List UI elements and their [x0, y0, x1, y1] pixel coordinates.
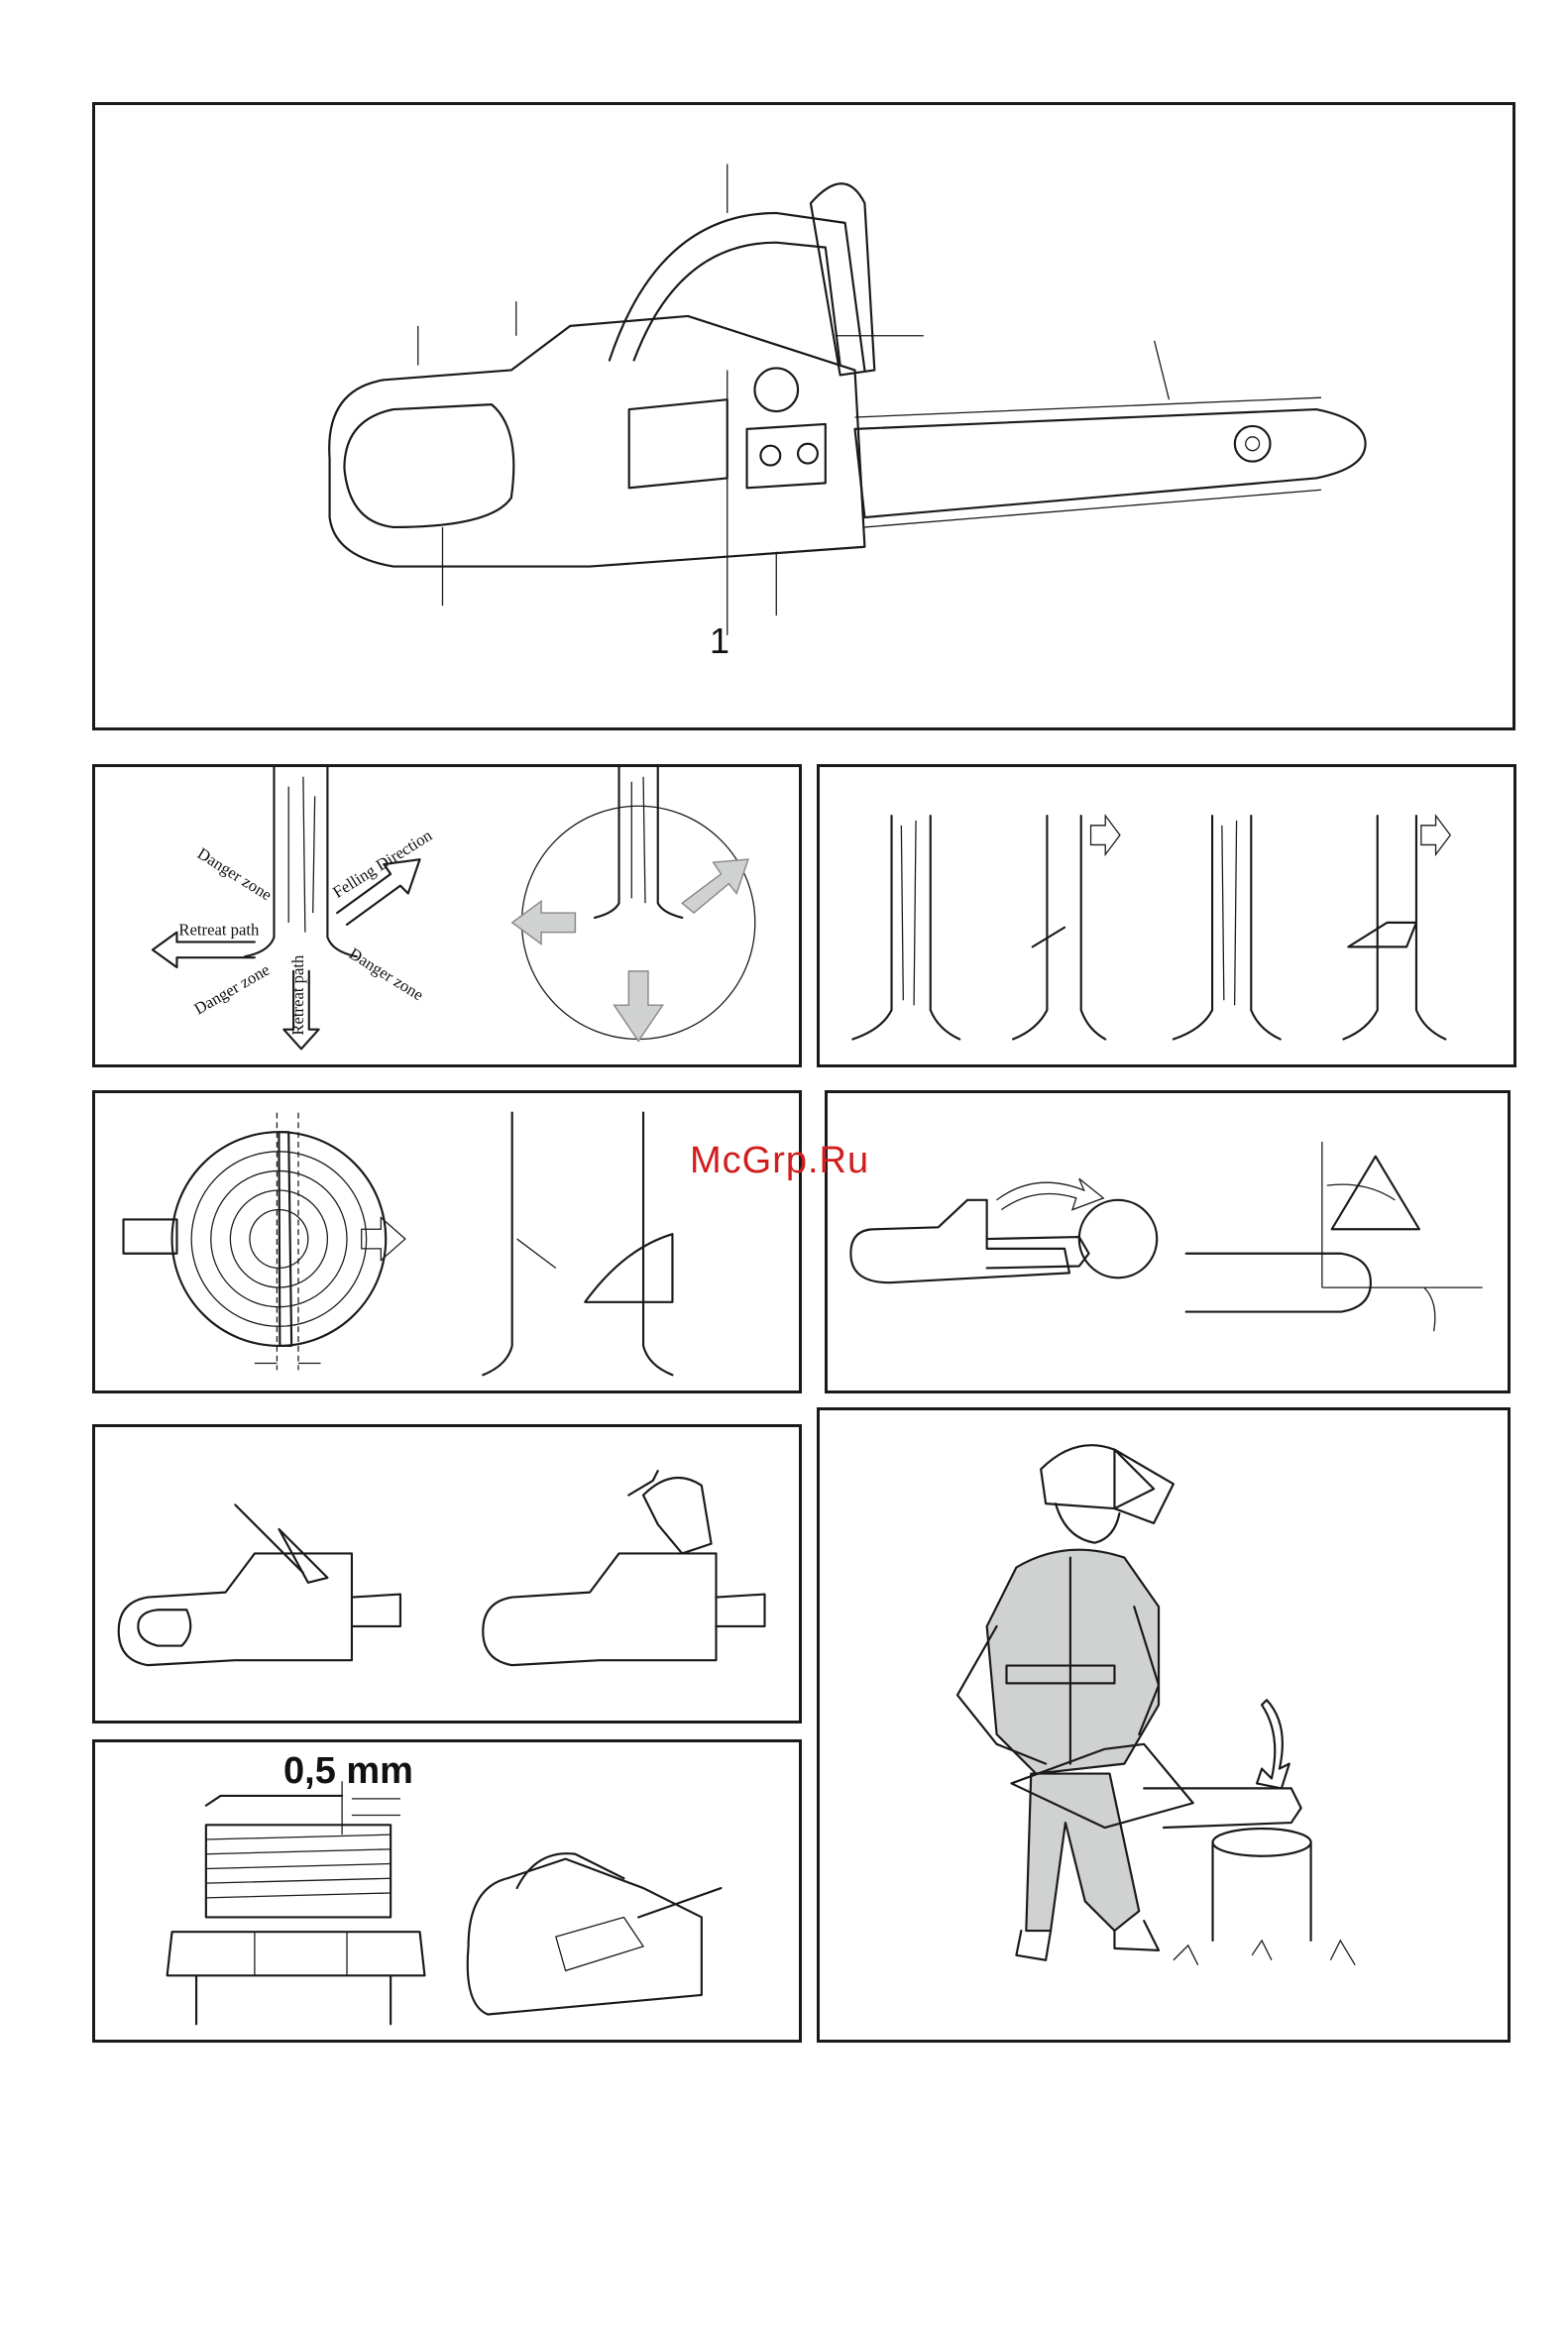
panel-log-notch	[92, 1090, 802, 1393]
watermark-text: McGrp.Ru	[690, 1140, 869, 1182]
chainsaw-illustration	[95, 105, 1512, 727]
felling-cut-sequence	[820, 767, 1513, 1064]
chain-brake-diagram	[95, 1427, 799, 1721]
panel-chainsaw-overview: 1	[92, 102, 1515, 730]
label-danger-zone-top: Danger zone	[194, 843, 276, 904]
figure-callout-1: 1	[710, 620, 729, 662]
kickback-diagram	[828, 1093, 1508, 1390]
label-danger-zone-right: Danger zone	[346, 944, 427, 1004]
operator-illustration	[820, 1410, 1508, 2040]
panel-felling-zones: Danger zone Felling Direction Retreat pa…	[92, 764, 802, 1067]
label-retreat-path-left: Retreat path	[178, 921, 260, 940]
label-danger-zone-left: Danger zone	[191, 960, 274, 1019]
log-notch-diagram	[95, 1093, 799, 1390]
panel-chain-brake	[92, 1424, 802, 1724]
panel-kickback	[825, 1090, 1511, 1393]
label-retreat-path-down: Retreat path	[288, 954, 307, 1036]
panel-spark-plug: 0,5 mm	[92, 1739, 802, 2043]
felling-zones-diagram: Danger zone Felling Direction Retreat pa…	[95, 767, 799, 1064]
panel-operator-stance	[817, 1407, 1511, 2043]
panel-felling-cut-sequence	[817, 764, 1516, 1067]
spark-plug-diagram	[95, 1742, 799, 2040]
label-felling-direction: Felling Direction	[329, 826, 436, 902]
